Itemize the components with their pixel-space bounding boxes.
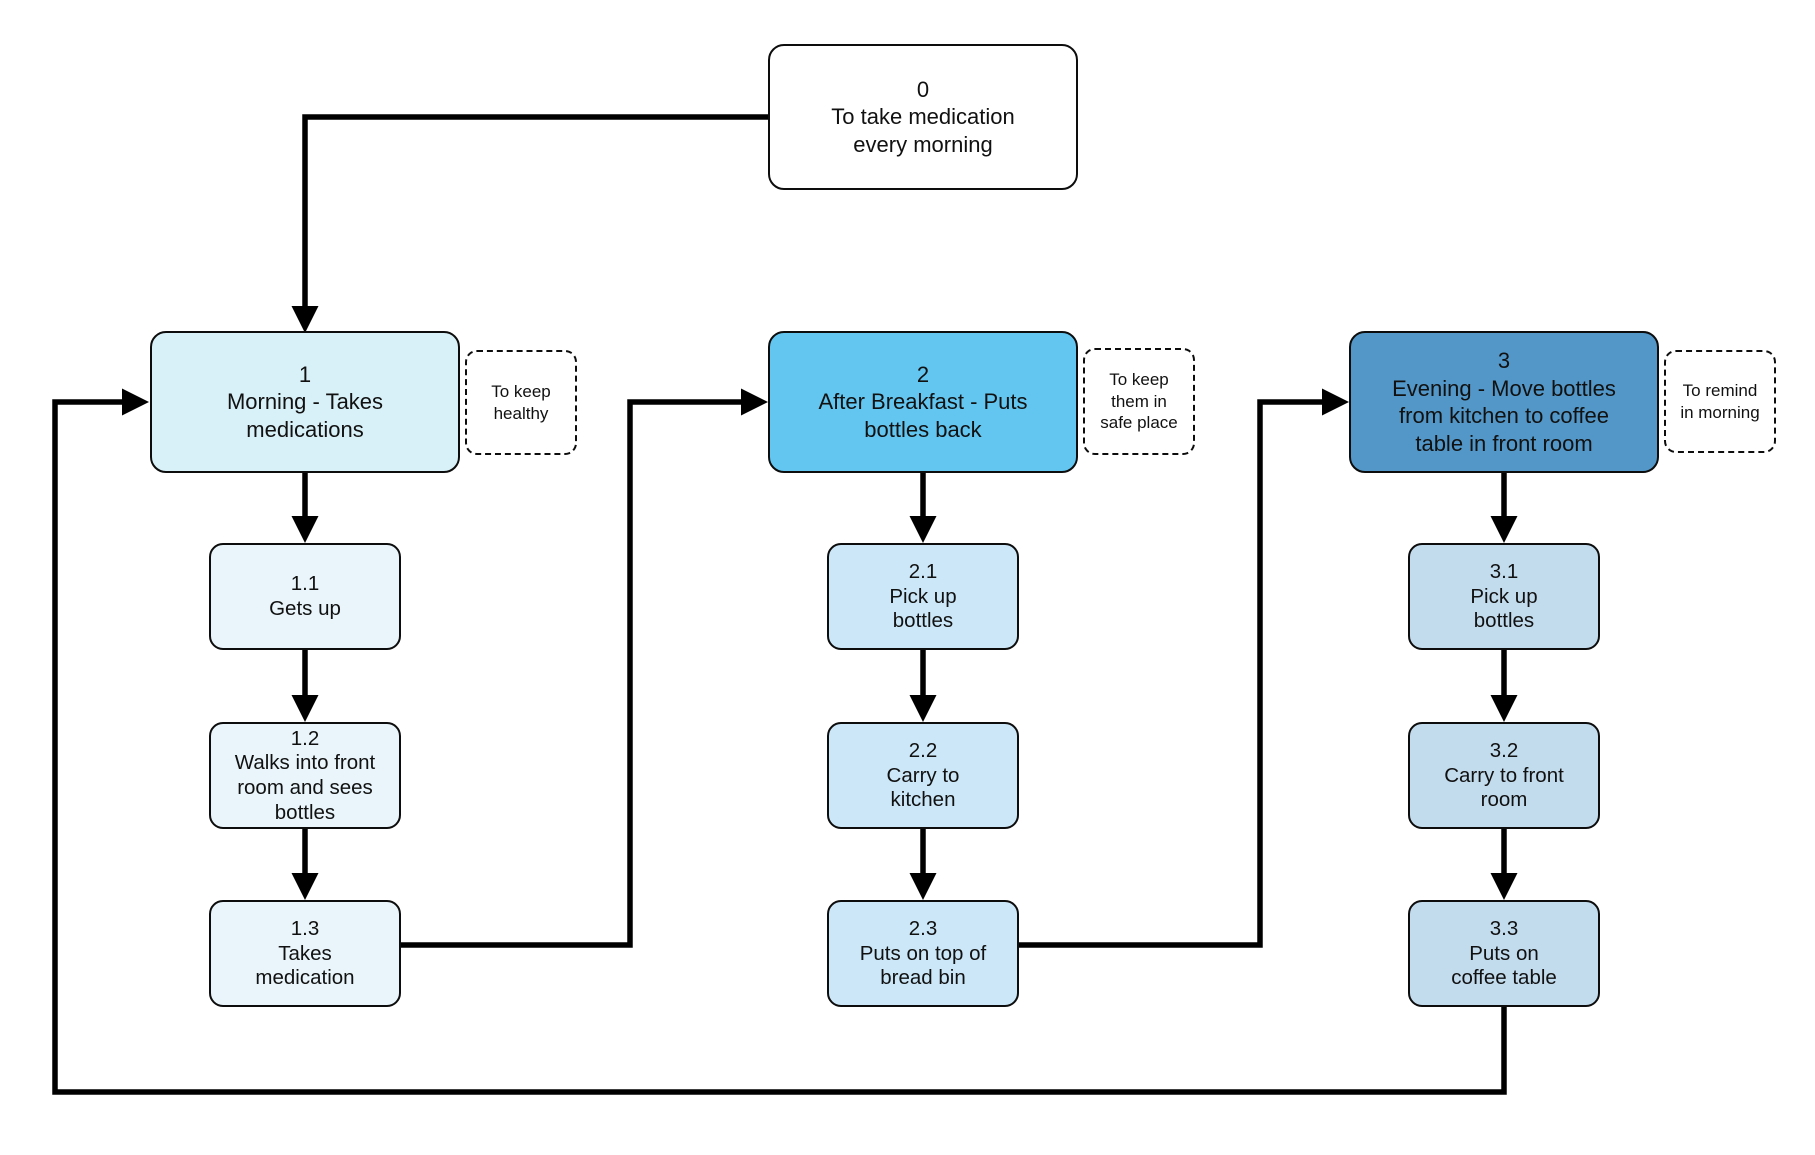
connector-3-3-loop-to-plan1 <box>52 399 1507 1095</box>
subtask-node-1-1: 1.1 Gets up <box>209 543 401 650</box>
node-label: Pick up bottles <box>889 584 957 633</box>
subtask-node-2-1: 2.1 Pick up bottles <box>827 543 1019 650</box>
arrowhead-1-3-to-plan2 <box>741 388 768 416</box>
node-number: 1 <box>298 361 312 387</box>
node-number: 2.2 <box>908 739 938 763</box>
note-text: To remind in morning <box>1680 380 1760 422</box>
goal-note-2: To keep them in safe place <box>1083 348 1195 455</box>
node-label: Puts on coffee table <box>1451 941 1557 990</box>
arrowhead-2-3-to-plan3 <box>1322 388 1349 416</box>
connector-root-to-plan1 <box>302 114 768 308</box>
node-label: Puts on top of bread bin <box>859 941 987 990</box>
arrowhead-1-1-to-1-2 <box>291 695 319 722</box>
subtask-node-3-1: 3.1 Pick up bottles <box>1408 543 1600 650</box>
arrowhead-2-2-to-2-3 <box>909 873 937 900</box>
arrowhead-root-to-plan1 <box>291 306 319 333</box>
arrowhead-plan2-to-2-1 <box>909 516 937 543</box>
subtask-node-1-2: 1.2 Walks into front room and sees bottl… <box>209 722 401 829</box>
node-label: Walks into front room and sees bottles <box>234 751 376 824</box>
subtask-node-2-2: 2.2 Carry to kitchen <box>827 722 1019 829</box>
node-2-plan-after-breakfast: 2 After Breakfast - Puts bottles back <box>768 331 1078 473</box>
arrowhead-plan3-to-3-1 <box>1490 516 1518 543</box>
node-label: Evening - Move bottles from kitchen to c… <box>1392 375 1616 456</box>
node-number: 3.3 <box>1489 917 1519 941</box>
connector-2-3-to-plan3 <box>1019 399 1324 948</box>
node-number: 2 <box>916 361 930 387</box>
arrowhead-3-2-to-3-3 <box>1490 873 1518 900</box>
node-label: Morning - Takes medications <box>226 389 384 442</box>
goal-note-3: To remind in morning <box>1664 350 1776 453</box>
node-label: Gets up <box>269 597 341 621</box>
note-text: To keep them in safe place <box>1100 369 1178 433</box>
node-3-plan-evening: 3 Evening - Move bottles from kitchen to… <box>1349 331 1659 473</box>
node-number: 1.3 <box>290 917 320 941</box>
subtask-node-2-3: 2.3 Puts on top of bread bin <box>827 900 1019 1007</box>
subtask-node-3-2: 3.2 Carry to front room <box>1408 722 1600 829</box>
node-number: 3.2 <box>1489 739 1519 763</box>
node-0-root-goal: 0 To take medication every morning <box>768 44 1078 190</box>
node-number: 3.1 <box>1489 560 1519 584</box>
node-number: 2.1 <box>908 560 938 584</box>
node-label: Pick up bottles <box>1470 584 1538 633</box>
subtask-node-3-3: 3.3 Puts on coffee table <box>1408 900 1600 1007</box>
node-label: After Breakfast - Puts bottles back <box>818 389 1028 442</box>
arrowhead-2-1-to-2-2 <box>909 695 937 722</box>
node-label: Carry to front room <box>1444 763 1564 812</box>
node-number: 0 <box>916 76 930 102</box>
node-label: Takes medication <box>255 941 355 990</box>
connector-1-3-to-plan2 <box>401 399 743 948</box>
goal-note-1: To keep healthy <box>465 350 577 455</box>
node-label: To take medication every morning <box>831 104 1015 157</box>
node-number: 2.3 <box>908 917 938 941</box>
node-number: 3 <box>1497 348 1511 373</box>
node-number: 1.1 <box>290 572 320 596</box>
node-label: Carry to kitchen <box>886 763 960 812</box>
subtask-node-1-3: 1.3 Takes medication <box>209 900 401 1007</box>
arrowhead-1-2-to-1-3 <box>291 873 319 900</box>
arrowhead-3-1-to-3-2 <box>1490 695 1518 722</box>
arrowhead-3-3-loop-to-plan1 <box>122 388 149 416</box>
node-number: 1.2 <box>290 726 320 750</box>
arrowhead-plan1-to-1-1 <box>291 516 319 543</box>
note-text: To keep healthy <box>491 381 551 423</box>
node-1-plan-morning: 1 Morning - Takes medications <box>150 331 460 473</box>
